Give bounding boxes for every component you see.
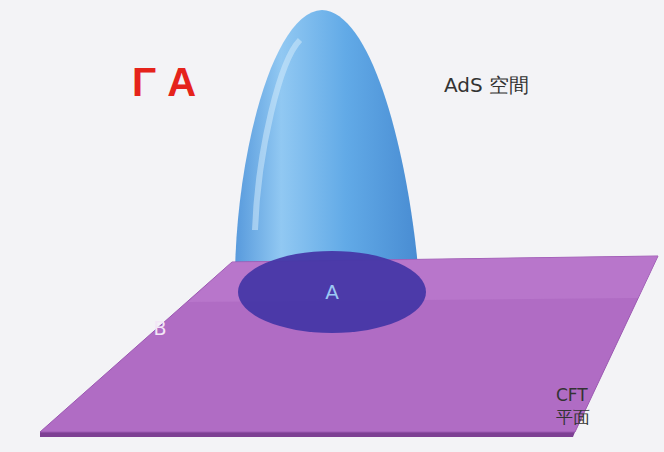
dome-highlight	[255, 40, 300, 230]
region-label: B	[153, 319, 166, 338]
dome-surface	[235, 10, 420, 292]
cft-plane-label: CFT 平面	[556, 384, 600, 428]
region-label: A	[325, 282, 339, 302]
gamma-a-label: Γ A	[132, 56, 196, 108]
ads-space-label: AdS 空間	[444, 72, 529, 98]
region-a: A	[237, 250, 427, 334]
